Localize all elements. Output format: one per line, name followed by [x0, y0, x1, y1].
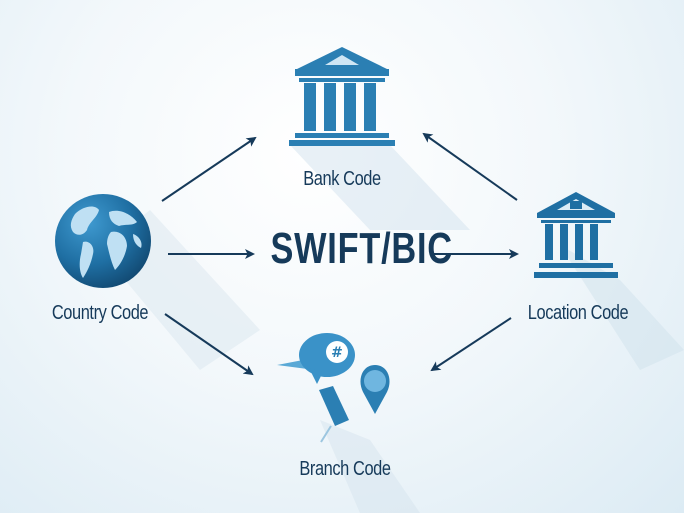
hash-symbol: #: [331, 345, 343, 361]
branch-code-label: Branch Code: [299, 458, 391, 480]
arrow-location-to-bank: [422, 132, 518, 201]
country-code-label: Country Code: [51, 302, 149, 324]
arrow-location-to-branch: [430, 317, 512, 372]
swift-bic-title: SWIFT/BIC: [270, 224, 453, 273]
location-code-label: Location Code: [527, 302, 629, 324]
globe-icon: [55, 194, 151, 288]
bank-code-label: Bank Code: [303, 168, 381, 190]
bank-building-icon: [289, 47, 395, 146]
bank-building-icon: [534, 192, 618, 278]
arrow-country-to-bank: [161, 136, 257, 202]
speech-bubble-hash-location-pin-icon: #: [277, 333, 390, 443]
arrow-country-to-branch: [164, 313, 254, 376]
